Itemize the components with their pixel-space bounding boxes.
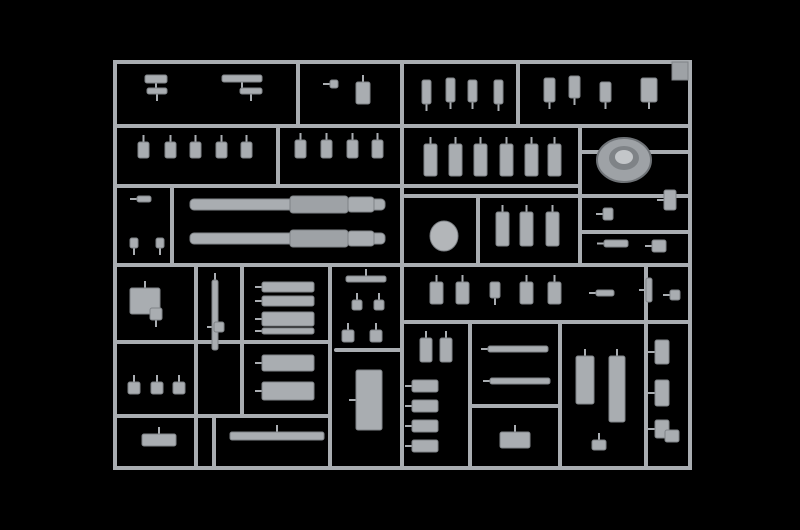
gun-barrel-lower xyxy=(189,229,386,248)
sprue-part xyxy=(320,139,333,159)
sprue-part xyxy=(499,431,531,449)
sprue-part xyxy=(239,87,263,95)
sprue-part xyxy=(355,369,383,431)
sprue-part xyxy=(345,275,387,283)
sprue-part xyxy=(429,281,444,305)
sprue-part xyxy=(215,141,228,159)
sprue-part xyxy=(599,81,612,103)
sprue-part xyxy=(423,143,438,177)
sprue-part xyxy=(547,281,562,305)
sprue-part xyxy=(489,377,551,385)
sprue-part xyxy=(261,295,315,307)
sprue-part xyxy=(261,381,315,401)
sprue-part xyxy=(654,339,670,365)
sprue-tab xyxy=(671,61,689,81)
sprue-part xyxy=(411,379,439,393)
sprue-part xyxy=(654,379,670,407)
sprue-part xyxy=(369,329,383,343)
sprue-part xyxy=(213,321,225,333)
sprue-part xyxy=(493,79,504,105)
sprue-part xyxy=(150,381,164,395)
sprue-part xyxy=(467,79,478,103)
sprue-part xyxy=(240,141,253,159)
sprue-part xyxy=(329,79,339,89)
sprue-gates xyxy=(130,75,670,447)
sprue-part xyxy=(575,355,595,405)
sprue-part xyxy=(261,311,315,327)
sprue-part xyxy=(261,281,315,293)
sprue-part xyxy=(129,237,139,249)
sprue-part xyxy=(473,143,488,177)
sprue-part xyxy=(341,329,355,343)
sprue-part xyxy=(155,237,165,249)
sprue-part xyxy=(495,211,510,247)
sprue-part xyxy=(499,143,514,177)
sprue-part xyxy=(669,289,681,301)
sprue-part xyxy=(445,77,456,103)
sprue-part xyxy=(421,79,432,105)
sprue-part xyxy=(591,439,607,451)
sprue-part xyxy=(595,289,615,297)
sprue-part xyxy=(487,345,549,353)
sprue-part xyxy=(651,239,667,253)
sprue-part xyxy=(146,87,168,95)
sprue-part xyxy=(439,337,453,363)
sprue-part xyxy=(164,141,177,159)
sprue-part xyxy=(489,281,501,299)
sprue-part xyxy=(261,327,315,335)
sprue-part xyxy=(261,354,315,372)
sprue-part xyxy=(411,419,439,433)
sprue-part xyxy=(127,381,141,395)
sprue-part xyxy=(141,433,177,447)
sprue-part xyxy=(346,139,359,159)
sprue-part xyxy=(448,143,463,177)
sprue-part xyxy=(351,299,363,311)
sprue-part xyxy=(211,279,219,351)
sprue-part xyxy=(373,299,385,311)
sprue-part xyxy=(294,139,307,159)
sprue-part xyxy=(144,74,168,84)
sprue-part xyxy=(371,139,384,159)
sprue-part xyxy=(411,399,439,413)
sprue-part xyxy=(519,281,534,305)
sprue-part xyxy=(229,431,325,441)
sprue-part xyxy=(524,143,539,177)
sprue-part xyxy=(221,74,263,83)
sprue-part xyxy=(543,77,556,103)
model-parts xyxy=(127,74,681,453)
gun-barrel-upper xyxy=(189,195,386,214)
sprue-part xyxy=(608,355,626,423)
sprue-part xyxy=(172,381,186,395)
sprue-part xyxy=(455,281,470,305)
sprue-part xyxy=(355,81,371,105)
sprue-part xyxy=(419,337,433,363)
sprue-part xyxy=(136,195,152,203)
sprue-part xyxy=(519,211,534,247)
sprue-part xyxy=(568,75,581,99)
periscope-dome xyxy=(429,220,459,252)
sprue-part xyxy=(411,439,439,453)
sprue-part xyxy=(664,429,680,443)
sprue-part xyxy=(189,141,202,159)
sprue-part xyxy=(645,277,653,303)
sprue-part xyxy=(137,141,150,159)
sprue-part xyxy=(602,207,614,221)
sprue-part xyxy=(547,143,562,177)
sprue-part xyxy=(663,189,677,211)
sprue-part xyxy=(545,211,560,247)
sprue-part xyxy=(640,77,658,103)
sprue-part xyxy=(603,239,629,248)
sprue-part xyxy=(149,307,163,321)
turret-hatch-ring xyxy=(596,137,652,183)
